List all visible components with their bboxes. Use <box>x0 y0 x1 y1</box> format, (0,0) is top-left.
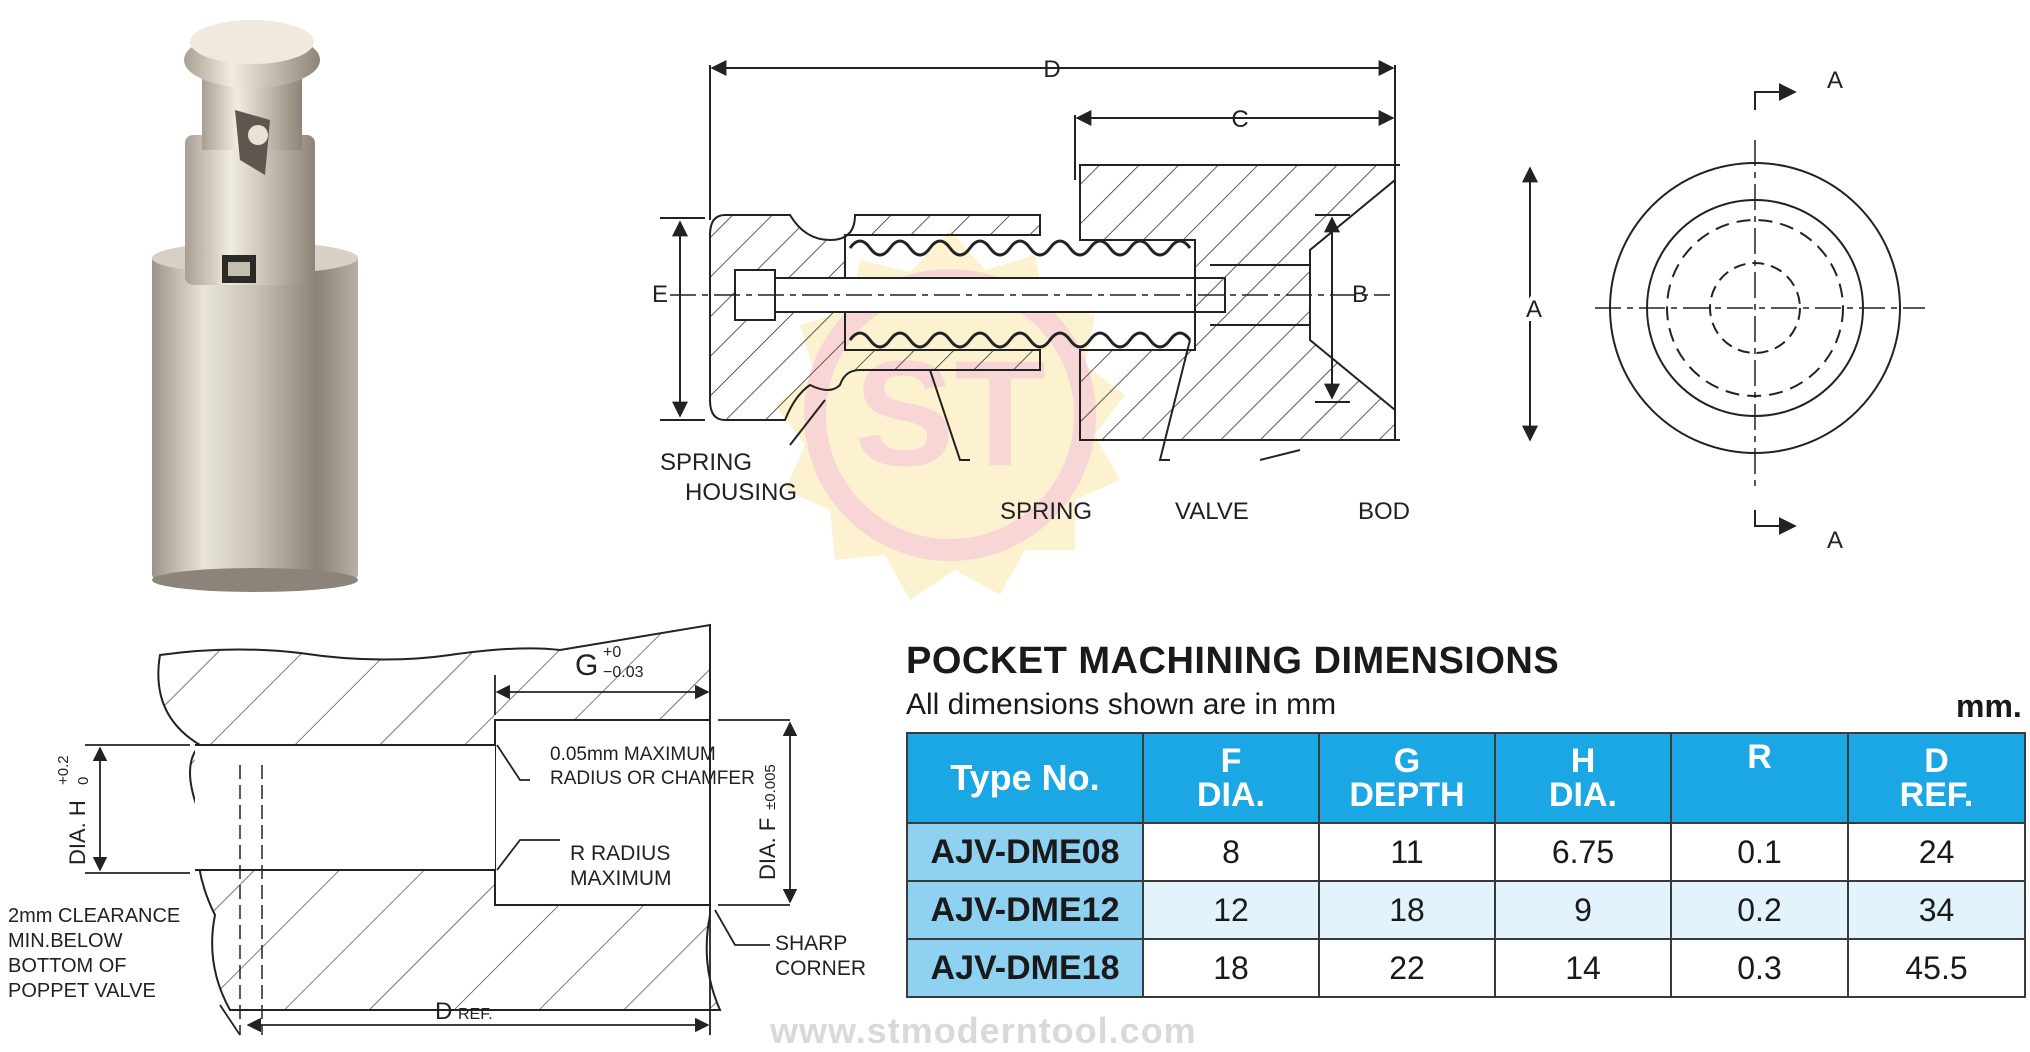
label-spring: SPRING <box>1000 498 1092 525</box>
h-label: DIA. H <box>65 800 90 865</box>
cell-h: 9 <box>1494 880 1672 940</box>
cell-d: 34 <box>1847 880 2026 940</box>
cell-d: 24 <box>1847 822 2026 882</box>
cell-f: 18 <box>1142 938 1320 998</box>
website-url: www.stmoderntool.com <box>770 1010 1197 1051</box>
note-r-radius-1: R RADIUS <box>570 842 670 865</box>
note-sharp-corner-2: CORNER <box>775 957 866 980</box>
column-header-r: R <box>1670 732 1849 824</box>
note-sharp-corner-1: SHARP <box>775 932 847 955</box>
section-label-bottom: A <box>1827 527 1843 554</box>
dim-a-marker: A <box>1522 166 1546 442</box>
table-header-row: Type No. F DIA. G DEPTH H DIA. R D REF. <box>906 732 2026 824</box>
g-tol-lower: −0.03 <box>603 664 644 681</box>
cell-type: AJV-DME18 <box>906 938 1144 998</box>
pocket-section-drawing: G +0 −0.03 DIA. H +0.2 0 DIA. F ±0.005 0… <box>8 623 866 1036</box>
pocket-dimensions-table: Type No. F DIA. G DEPTH H DIA. R D REF. <box>906 732 2026 998</box>
d-ref-label: D <box>435 998 452 1025</box>
dim-label-e: E <box>652 281 668 308</box>
cell-type: AJV-DME12 <box>906 880 1144 940</box>
f-label: DIA. F <box>755 818 780 880</box>
dim-label-c: C <box>1231 106 1248 133</box>
table-row: AJV-DME08 8 11 6.75 0.1 24 <box>906 822 2026 882</box>
note-radius-chamfer-1: 0.05mm MAXIMUM <box>550 744 716 765</box>
cell-r: 0.2 <box>1670 880 1849 940</box>
note-r-radius-2: MAXIMUM <box>570 867 672 890</box>
note-radius-chamfer-2: RADIUS OR CHAMFER <box>550 768 755 789</box>
d-ref-suffix: REF. <box>458 1006 493 1023</box>
cell-h: 14 <box>1494 938 1672 998</box>
dim-label-d: D <box>1043 56 1060 83</box>
table-row: AJV-DME18 18 22 14 0.3 45.5 <box>906 938 2026 998</box>
product-photo <box>152 20 358 592</box>
dim-label-b: B <box>1352 281 1368 308</box>
assembly-section-drawing: D C E B SPRING HOUSING SPRING VALVE BODY <box>652 56 1410 525</box>
h-tol-lower: 0 <box>75 777 92 785</box>
f-tol: ±0.005 <box>762 764 779 810</box>
column-header-type: Type No. <box>906 732 1144 824</box>
cell-type: AJV-DME08 <box>906 822 1144 882</box>
column-header-d: D REF. <box>1847 732 2026 824</box>
cell-g: 22 <box>1318 938 1496 998</box>
column-header-h: H DIA. <box>1494 732 1672 824</box>
cell-h: 6.75 <box>1494 822 1672 882</box>
label-body: BODY <box>1358 498 1410 525</box>
unit-label: mm. <box>1956 688 2022 724</box>
note-clearance-1: 2mm CLEARANCE <box>8 905 180 927</box>
cell-d: 45.5 <box>1847 938 2026 998</box>
dim-label-a: A <box>1526 296 1542 323</box>
column-header-f: F DIA. <box>1142 732 1320 824</box>
g-tol-upper: +0 <box>603 644 621 661</box>
cell-r: 0.1 <box>1670 822 1849 882</box>
cell-f: 12 <box>1142 880 1320 940</box>
g-label: G <box>575 649 598 682</box>
cell-g: 18 <box>1318 880 1496 940</box>
label-valve: VALVE <box>1175 498 1249 525</box>
cell-f: 8 <box>1142 822 1320 882</box>
note-clearance-3: BOTTOM OF <box>8 955 127 977</box>
end-view-drawing: A A <box>1595 67 1925 554</box>
note-clearance-2: MIN.BELOW <box>8 930 123 952</box>
note-clearance-4: POPPET VALVE <box>8 980 156 1002</box>
label-spring-housing-1: SPRING <box>660 449 752 476</box>
h-tol-upper: +0.2 <box>55 755 72 785</box>
table-row: AJV-DME12 12 18 9 0.2 34 <box>906 880 2026 940</box>
pocket-dimensions-title: POCKET MACHINING DIMENSIONS <box>906 640 1560 682</box>
section-label-top: A <box>1827 67 1843 94</box>
cell-r: 0.3 <box>1670 938 1849 998</box>
column-header-g: G DEPTH <box>1318 732 1496 824</box>
cell-g: 11 <box>1318 822 1496 882</box>
pocket-dimensions-subtitle: All dimensions shown are in mm <box>906 688 1337 721</box>
label-spring-housing-2: HOUSING <box>685 479 797 506</box>
